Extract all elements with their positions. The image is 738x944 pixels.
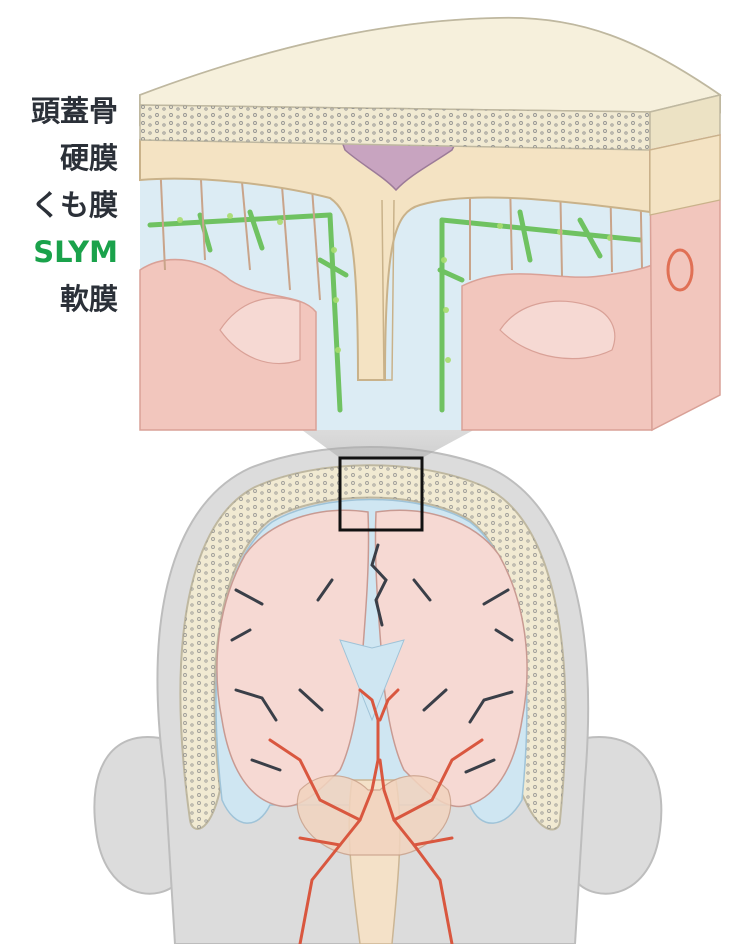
highlight-ring bbox=[666, 248, 694, 292]
meninges-inset bbox=[139, 16, 722, 432]
legend-label-dura-mater: 硬膜 bbox=[59, 141, 118, 175]
sulci bbox=[230, 543, 514, 774]
legend-label-pia-mater: 軟膜 bbox=[59, 282, 118, 316]
brain-fold-left bbox=[219, 297, 301, 365]
slym-dots bbox=[177, 213, 613, 363]
falx-cleft bbox=[381, 199, 395, 381]
legend-label-skull: 頭蓋骨 bbox=[30, 94, 118, 128]
right-ear bbox=[573, 735, 663, 895]
legend-label-arachnoid: くも膜 bbox=[30, 188, 118, 222]
inset-right-face-dura bbox=[649, 134, 721, 216]
ventricles bbox=[339, 639, 405, 722]
skull-texture bbox=[180, 465, 566, 830]
brain-fold-right bbox=[499, 300, 616, 360]
left-ear bbox=[93, 735, 182, 895]
slym-layer bbox=[147, 209, 643, 413]
head-cross-section bbox=[93, 446, 663, 944]
meninges-legend: 頭蓋骨 硬膜 くも膜 SLYM 軟膜 bbox=[0, 88, 118, 323]
skull-slab-texture bbox=[140, 105, 650, 150]
arteries bbox=[268, 688, 484, 944]
skull-slab-top bbox=[139, 17, 722, 113]
cerebellum bbox=[296, 775, 452, 856]
legend-label-slym: SLYM bbox=[33, 235, 118, 269]
zoom-region-box bbox=[338, 456, 424, 532]
